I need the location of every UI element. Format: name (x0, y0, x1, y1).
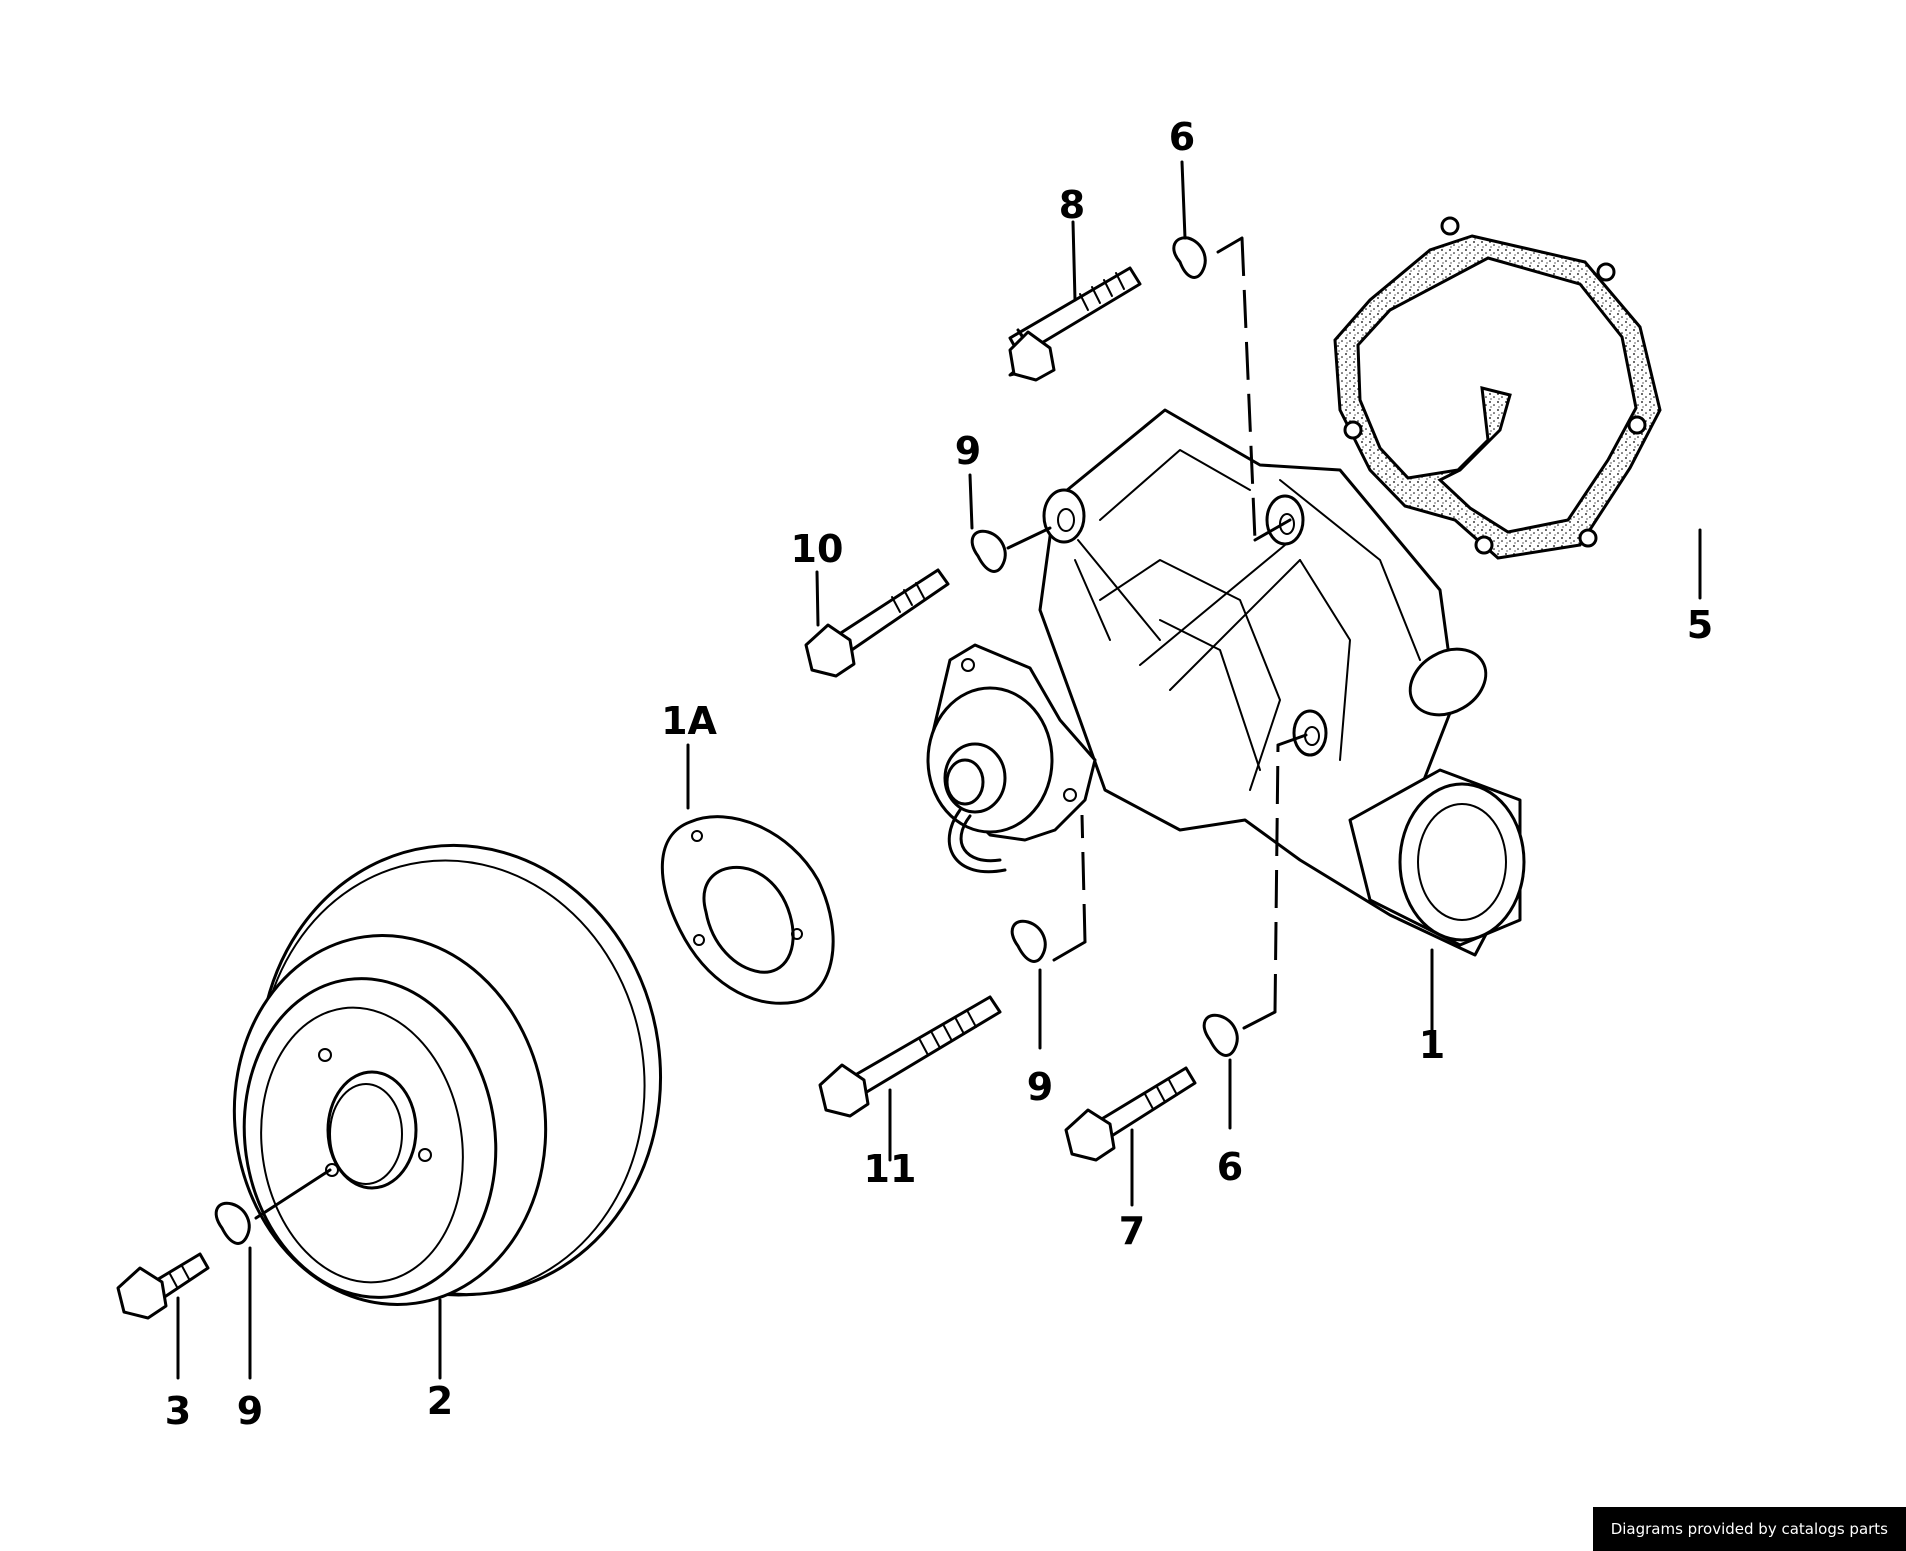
washer-part-6-top (1172, 236, 1207, 279)
bolt-part-7 (1064, 1066, 1197, 1162)
callout-3: 3 (165, 1389, 191, 1433)
callout-2: 2 (427, 1379, 453, 1423)
callout-labels: 6 8 9 10 1A 5 1 9 6 11 7 2 3 9 (165, 115, 1713, 1433)
spacer-plate-part-1a (660, 815, 835, 1005)
washer-part-9-left (214, 1201, 251, 1245)
callout-9-top: 9 (955, 429, 981, 473)
washer-part-9-mid (1010, 919, 1047, 963)
credit-badge: Diagrams provided by catalogs parts (1592, 1507, 1906, 1551)
callout-6-bottom: 6 (1217, 1145, 1243, 1189)
callout-8: 8 (1059, 183, 1085, 227)
bolt-part-8 (1008, 266, 1142, 382)
callout-10: 10 (791, 527, 844, 571)
callout-5: 5 (1687, 603, 1713, 647)
callout-6-top: 6 (1169, 115, 1195, 159)
callout-1: 1 (1419, 1023, 1445, 1067)
pulley-part-2 (232, 843, 663, 1306)
washer-part-6-bottom (1202, 1013, 1239, 1057)
bolt-part-11 (818, 995, 1002, 1118)
water-pump-housing-part-1 (926, 408, 1526, 957)
assembly-lines (254, 236, 1308, 1220)
bolt-part-3 (116, 1252, 210, 1320)
callout-7: 7 (1119, 1209, 1145, 1253)
gasket-part-5 (1333, 216, 1662, 560)
leader-lines (176, 160, 1702, 1380)
bolt-part-10 (804, 568, 950, 678)
callout-11: 11 (864, 1147, 917, 1191)
callout-9-left: 9 (237, 1389, 263, 1433)
washer-part-9-top (970, 529, 1007, 573)
callout-9-mid: 9 (1027, 1065, 1053, 1109)
callout-1a: 1A (661, 699, 717, 743)
